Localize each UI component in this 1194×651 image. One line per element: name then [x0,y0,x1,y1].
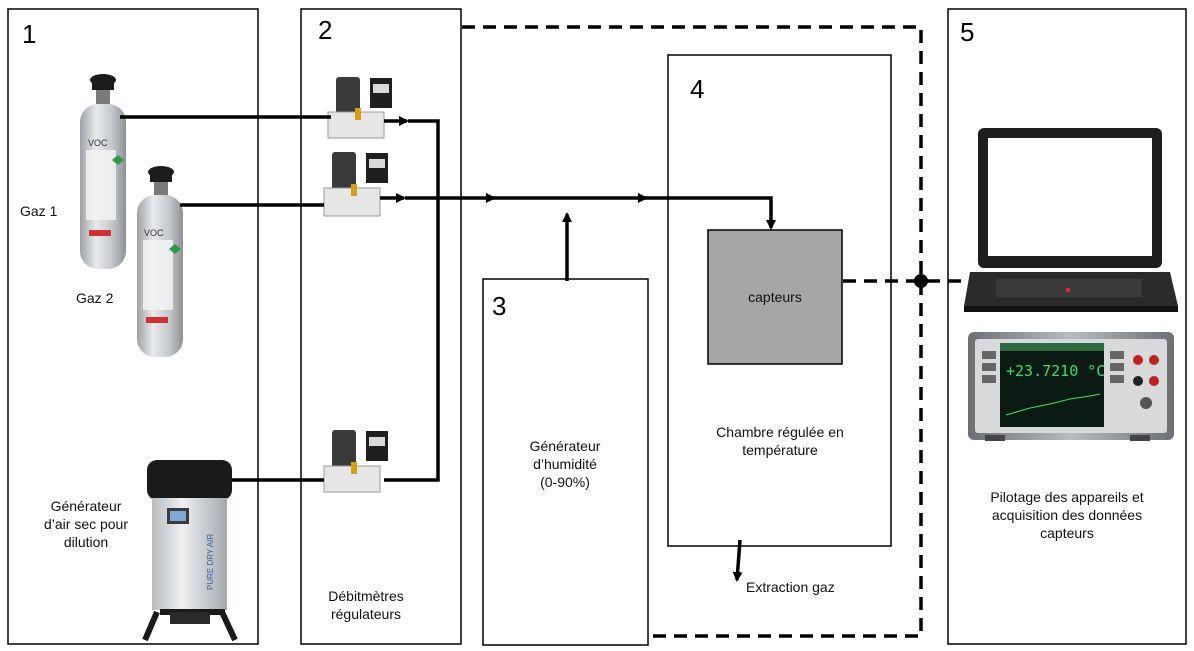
svg-text:PURE DRY AIR: PURE DRY AIR [206,534,215,590]
air-generator-label-line-2: d’air sec pour [28,515,144,533]
air-generator-label-line-3: dilution [28,533,144,551]
panel-3-number: 3 [492,292,506,320]
svg-text:VOC: VOC [88,138,108,148]
flow-meters-label-line-1: Débitmètres [311,587,421,605]
humidity-generator-label-line-3: (0-90%) [505,473,625,491]
svg-text:+23.7210 °C: +23.7210 °C [1006,362,1105,380]
sensors-label: capteurs [708,288,842,306]
svg-text:VOC: VOC [144,228,164,238]
flow-meter-1-icon [328,77,392,138]
flow-meters-label-line-2: régulateurs [311,605,421,623]
flow-meter-3-icon [324,430,388,492]
chamber-label-line-1: Chambre régulée en [690,423,870,441]
control-acquisition-label-line-1: Pilotage des appareils et [955,488,1179,506]
gas-cylinder-2-icon: VOC [137,166,183,357]
gas-2-label: Gaz 2 [76,289,113,307]
chamber-label-line-2: température [690,441,870,459]
control-acquisition-label: Pilotage des appareils et acquisition de… [955,488,1179,542]
panel-4-number: 4 [690,75,704,103]
multimeter-icon: +23.7210 °C [968,332,1174,441]
laptop-icon [964,128,1178,312]
dashed-boundary [462,27,921,636]
humidity-generator-label-line-1: Générateur [505,437,625,455]
panel-2-number: 2 [318,16,332,44]
flow-meters-label: Débitmètres régulateurs [311,587,421,623]
control-acquisition-label-line-3: capteurs [955,524,1179,542]
humidity-generator-label: Générateur d’humidité (0-90%) [505,437,625,491]
panel-1-number: 1 [22,20,36,48]
humidity-generator-label-line-2: d’humidité [505,455,625,473]
chamber-label: Chambre régulée en température [690,423,870,459]
air-generator-label-line-1: Générateur [28,497,144,515]
control-acquisition-label-line-2: acquisition des données [955,506,1179,524]
gas-extraction-label: Extraction gaz [746,578,835,596]
flow-meter-2-icon [324,152,388,216]
junction-dot [914,274,928,288]
gas-1-label: Gaz 1 [20,202,57,220]
panel-5-number: 5 [960,18,974,46]
dry-air-generator-icon: PURE DRY AIR [145,460,235,640]
air-generator-label: Générateur d’air sec pour dilution [28,497,144,551]
gas-cylinder-1-icon: VOC [80,74,126,269]
panel-5-frame [948,9,1186,644]
